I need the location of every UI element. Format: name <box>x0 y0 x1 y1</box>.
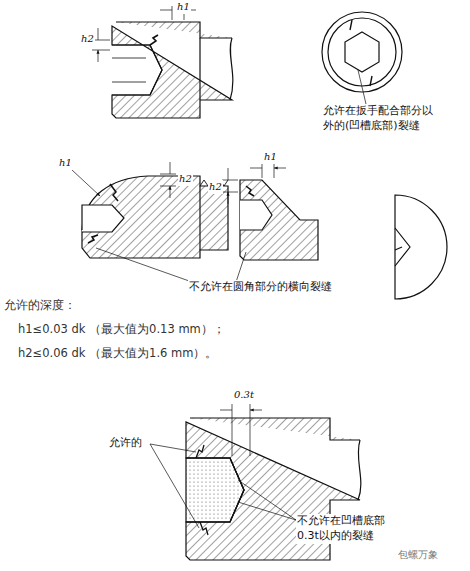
dimension-label: h1 <box>58 156 73 170</box>
dimension-label: h2 <box>178 172 193 186</box>
note-text: 不允许在凹槽底部0.3t以内的裂缝 <box>296 514 398 544</box>
heading-text: 允许的深度： <box>4 298 76 314</box>
countersunk-head-section <box>222 164 318 260</box>
dimension-label: h1 <box>176 0 191 14</box>
socket-head-section <box>92 6 233 118</box>
note-text: 不允许在圆角部分的横向裂缝 <box>188 280 333 295</box>
dimension-label: h2 <box>208 180 223 194</box>
formula-text: h2≤0.06 dk （最大值为1.6 mm）。 <box>18 346 217 362</box>
dimension-label: h1 <box>263 150 278 164</box>
leader-line <box>96 248 246 282</box>
button-head-section <box>72 162 228 258</box>
note-text: 允许在扳手配合部分以外的(凹槽底部)裂缝 <box>322 104 442 134</box>
watermark: 包螺万象 <box>398 548 438 562</box>
note-text: 允许的 <box>108 436 143 451</box>
head-half-view <box>395 195 447 299</box>
formula-text: h1≤0.03 dk （最大值为0.13 mm）； <box>18 322 225 338</box>
dimension-label: 0.3t <box>233 388 255 402</box>
head-end-view <box>322 12 402 104</box>
dimension-label: h2 <box>80 32 95 46</box>
